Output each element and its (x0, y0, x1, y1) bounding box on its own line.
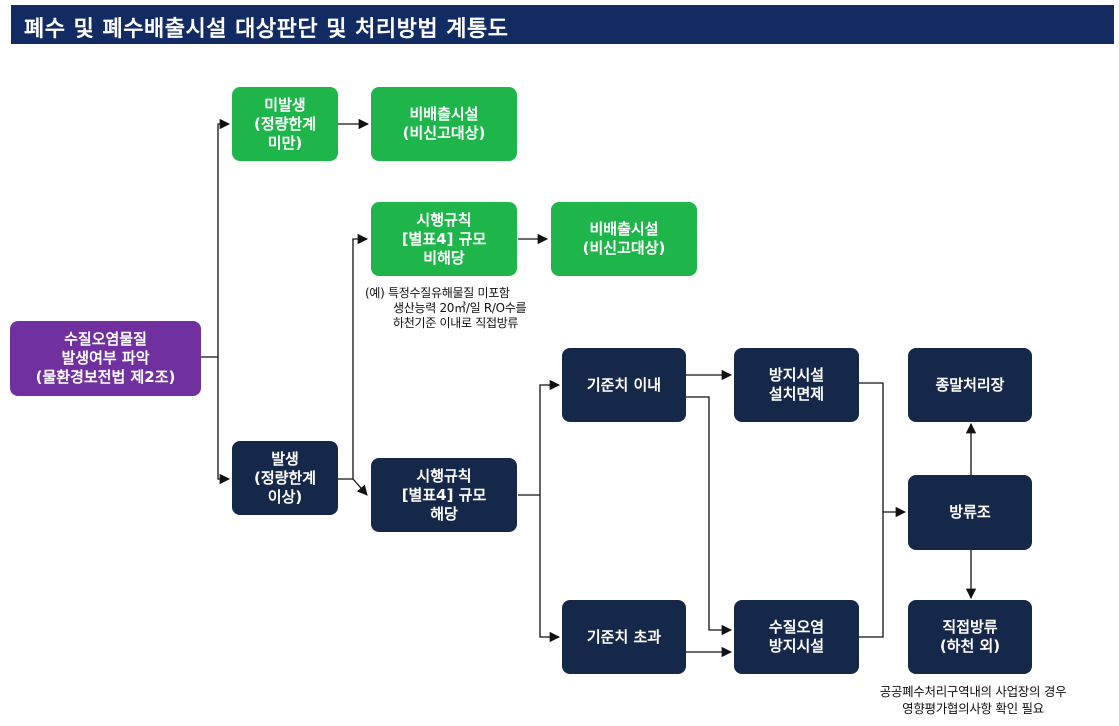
direct-discharge-line-1: 직접방류 (942, 618, 998, 636)
not-generated-line-3: 미만) (267, 133, 303, 152)
exceed-standard-node: 기준치 초과 (562, 600, 686, 674)
non-discharge-node-1: 비배출시설 (비신고대상) (371, 87, 517, 161)
non-discharge-node-2: 비배출시설 (비신고대상) (551, 202, 697, 276)
start-line-1: 수질오염물질 (64, 330, 147, 348)
direct-discharge-node: 직접방류 (하천 외) (908, 600, 1032, 674)
water-pollution-facility-node: 수질오염 방지시설 (734, 600, 859, 674)
rule-applicable-node: 시행규칙 [별표4] 규모 해당 (371, 458, 517, 532)
exceed-standard-label: 기준치 초과 (586, 627, 662, 646)
not-generated-line-1: 미발생 (264, 95, 306, 114)
discharge-tank-node: 방류조 (908, 475, 1032, 550)
final-treatment-node: 종말처리장 (908, 348, 1032, 422)
connector-to-within (539, 379, 561, 495)
public-note-line-2: 영향평가협의사항 확인 필요 (902, 701, 1044, 716)
page-title: 폐수 및 폐수배출시설 대상판단 및 처리방법 계통도 (24, 17, 509, 42)
rule-na-line-3: 비해당 (423, 248, 465, 267)
start-node: 수질오염물질 발생여부 파악 (물환경보전법 제2조) (10, 321, 201, 396)
public-note-line-1: 공공폐수처리구역내의 사업장의 경우 (879, 684, 1067, 699)
rule-not-applicable-node: 시행규칙 [별표4] 규모 비해당 (371, 202, 517, 276)
public-treatment-note: 공공폐수처리구역내의 사업장의 경우 영향평가협의사항 확인 필요 (855, 683, 1091, 717)
connector-to-exceed (539, 495, 561, 643)
example-note: (예) 특정수질유해물질 미포함 생산능력 20㎥/일 R/O수를 하천기준 이… (365, 286, 527, 331)
example-note-line-1: (예) 특정수질유해물질 미포함 (365, 286, 510, 300)
connector-exempt-tank (859, 382, 884, 512)
rule-a-line-3: 해당 (430, 504, 458, 523)
non-discharge-1-line-2: (비신고대상) (402, 124, 486, 142)
rule-na-line-1: 시행규칙 (416, 210, 472, 229)
connector-branch-down (217, 357, 231, 485)
not-generated-line-2: (정량한계 (253, 114, 317, 133)
generated-line-3: 이상) (267, 487, 303, 506)
connector-facility-tank (859, 506, 907, 638)
water-facility-line-1: 수질오염 (768, 618, 825, 636)
non-discharge-2-line-1: 비배출시설 (589, 220, 659, 238)
water-facility-line-2: 방지시설 (768, 637, 825, 655)
connector-within-facility (686, 396, 733, 636)
generated-node: 발생 (정량한계 이상) (232, 441, 338, 515)
facility-exempt-line-1: 방지시설 (768, 366, 825, 384)
rule-a-line-2: [별표4] 규모 (401, 485, 487, 504)
example-note-line-2: 생산능력 20㎥/일 R/O수를 (393, 301, 527, 315)
example-note-line-3: 하천기준 이내로 직접방류 (393, 316, 519, 330)
not-generated-node: 미발생 (정량한계 미만) (232, 87, 338, 161)
title-bar: 폐수 및 폐수배출시설 대상판단 및 처리방법 계통도 (11, 5, 1114, 44)
start-line-2: 발생여부 파악 (61, 349, 150, 367)
facility-exempt-node: 방지시설 설치면제 (734, 348, 859, 422)
facility-exempt-line-2: 설치면제 (768, 385, 825, 403)
connector-gen-rule-na (338, 233, 369, 480)
direct-discharge-line-2: (하천 외) (939, 637, 1001, 655)
generated-line-1: 발생 (271, 449, 299, 468)
rule-na-line-2: [별표4] 규모 (401, 229, 487, 248)
rule-a-line-1: 시행규칙 (416, 466, 472, 485)
connector-gen-rule-a (352, 478, 368, 496)
connector-branch-up (217, 118, 231, 357)
non-discharge-2-line-2: (비신고대상) (582, 239, 666, 257)
start-line-3: (물환경보전법 제2조) (35, 368, 176, 386)
generated-line-2: (정량한계 (253, 468, 317, 487)
final-treatment-label: 종말처리장 (935, 375, 1005, 394)
within-standard-node: 기준치 이내 (562, 348, 686, 422)
within-standard-label: 기준치 이내 (586, 375, 662, 394)
discharge-tank-label: 방류조 (949, 503, 991, 521)
non-discharge-1-line-1: 비배출시설 (409, 105, 479, 123)
